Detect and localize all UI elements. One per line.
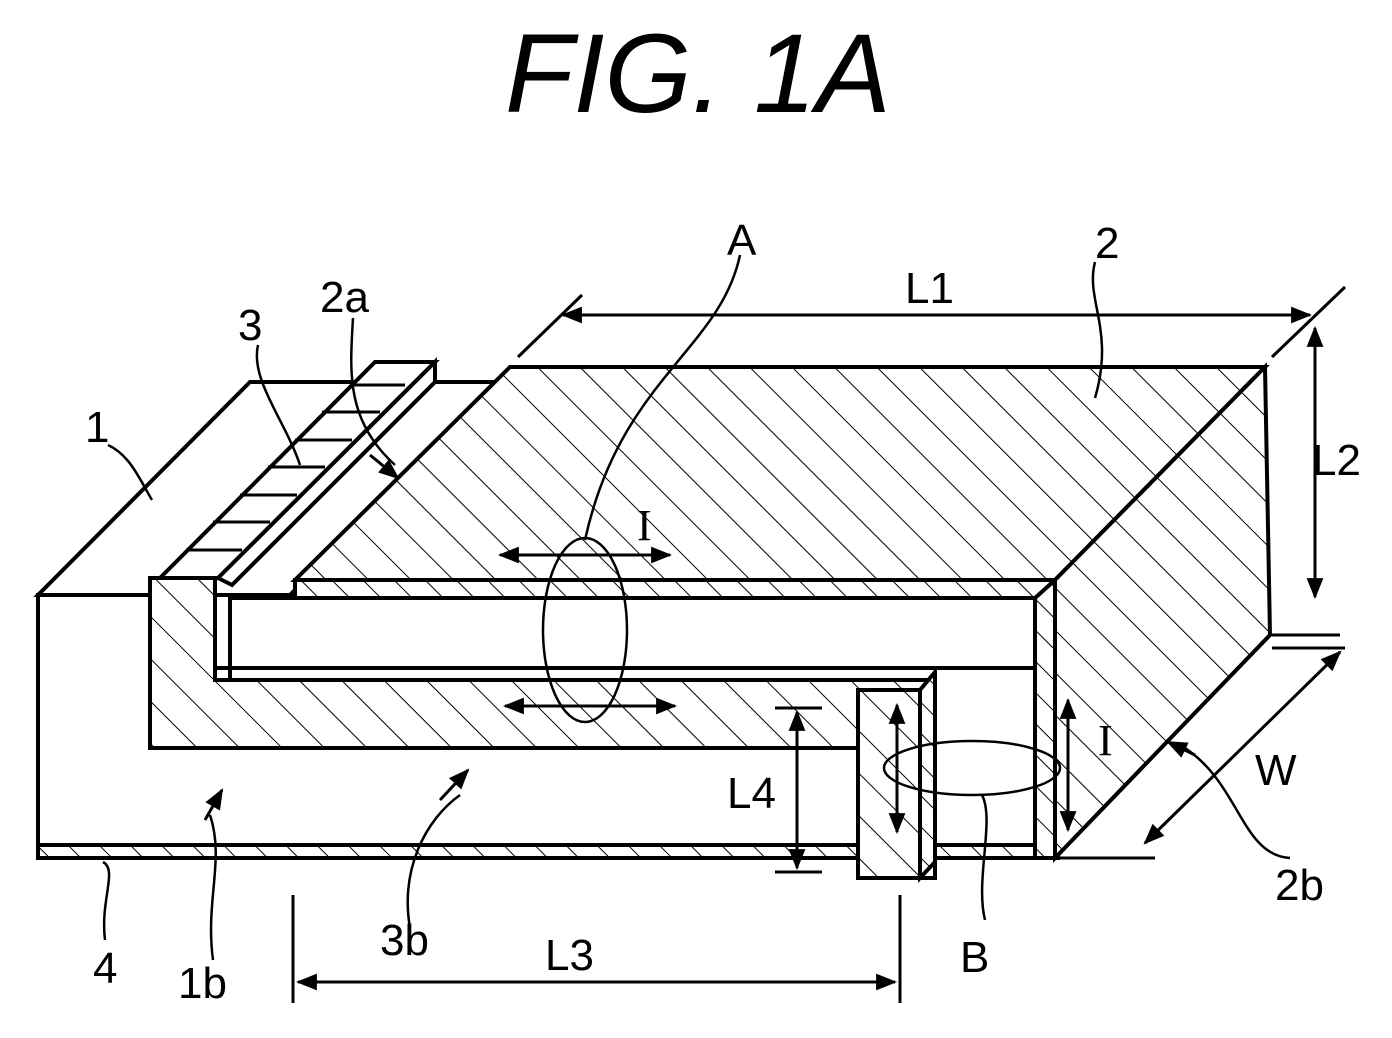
label-L2: L2 <box>1312 436 1361 485</box>
label-L3: L3 <box>545 931 594 980</box>
label-W: W <box>1255 746 1297 795</box>
label-I-top: I <box>637 501 652 550</box>
label-3b: 3b <box>380 916 429 965</box>
label-1b: 1b <box>178 959 227 1008</box>
label-3: 3 <box>238 301 262 350</box>
figure-title: FIG. 1A <box>505 11 891 136</box>
label-1: 1 <box>85 403 109 452</box>
label-L4: L4 <box>727 769 776 818</box>
label-B: B <box>960 933 989 982</box>
label-L1: L1 <box>905 264 954 313</box>
label-A: A <box>727 216 757 265</box>
label-2a: 2a <box>320 273 369 322</box>
label-I-right: I <box>1098 716 1113 765</box>
label-2b: 2b <box>1275 861 1324 910</box>
label-2: 2 <box>1095 219 1119 268</box>
label-4: 4 <box>93 944 117 993</box>
